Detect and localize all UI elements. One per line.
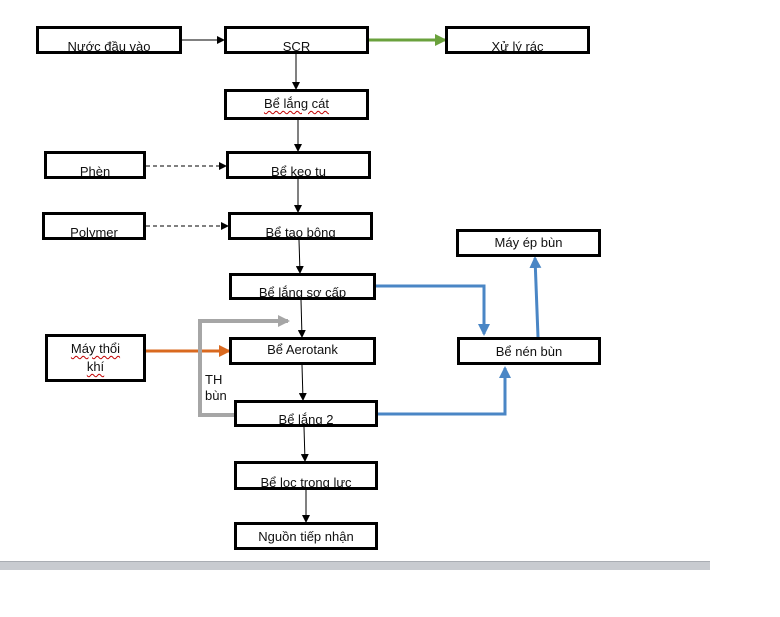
node-label: Bể lắng sơ cấp <box>258 285 347 300</box>
horizontal-scrollbar[interactable] <box>0 561 710 570</box>
node-label: Bể Aerotank <box>267 342 338 357</box>
node-label: Xử lý rác <box>491 39 544 54</box>
node-label: Bể nén bùn <box>495 344 563 359</box>
arrow-primary-to-aerotank <box>297 299 306 338</box>
node-be-nen-bun: Bể nén bùn <box>457 337 601 365</box>
arrow-aerotank-to-settle2 <box>298 364 307 401</box>
node-be-lang-2: Bể lắng 2 <box>234 400 378 427</box>
arrow-primary-to-thickener <box>376 284 490 336</box>
node-label: Bể lắng cát <box>263 96 330 111</box>
node-be-aerotank: Bể Aerotank <box>229 337 376 365</box>
node-may-thoi-khi: Máy thổi khí <box>45 334 146 382</box>
arrow-settle2-to-thickener <box>378 366 511 416</box>
node-label: Bể lắng 2 <box>278 412 334 427</box>
node-label: Máy ép bùn <box>494 235 563 250</box>
node-label: Nguồn tiếp nhận <box>258 529 354 544</box>
node-be-keo-tu: Bể keo tụ <box>226 151 371 179</box>
node-scr: SCR <box>224 26 369 54</box>
arrow-thickener-to-press <box>529 256 542 338</box>
node-be-loc-trong-luc: Bể lọc trọng lực <box>234 461 378 490</box>
node-polymer: Polymer <box>42 212 146 240</box>
node-phen: Phèn <box>44 151 146 179</box>
node-label: SCR <box>282 39 311 54</box>
node-label: Nước đầu vào <box>67 39 151 54</box>
node-nguon-tiep-nhan: Nguồn tiếp nhận <box>234 522 378 550</box>
arrow-return-sludge <box>198 315 290 417</box>
node-label: Phèn <box>79 164 111 179</box>
node-label: Máy thổi khí <box>70 341 121 374</box>
node-nuoc-dau-vao: Nước đầu vào <box>36 26 182 54</box>
node-label: Bể lọc trọng lực <box>260 475 352 490</box>
node-be-lang-cat: Bể lắng cát <box>224 89 369 120</box>
arrow-settle2-to-filter <box>300 426 309 462</box>
node-xu-ly-rac: Xử lý rác <box>445 26 590 54</box>
node-label: Polymer <box>70 225 118 240</box>
node-label: Bể keo tụ <box>271 164 326 179</box>
arrow-floc-to-primary <box>295 239 304 274</box>
node-may-ep-bun: Máy ép bùn <box>456 229 601 257</box>
return-sludge-label: TH bùn <box>205 372 227 403</box>
node-label: Bể tạo bông <box>265 225 336 240</box>
node-be-tao-bong: Bể tạo bông <box>228 212 373 240</box>
node-be-lang-so-cap: Bể lắng sơ cấp <box>229 273 376 300</box>
